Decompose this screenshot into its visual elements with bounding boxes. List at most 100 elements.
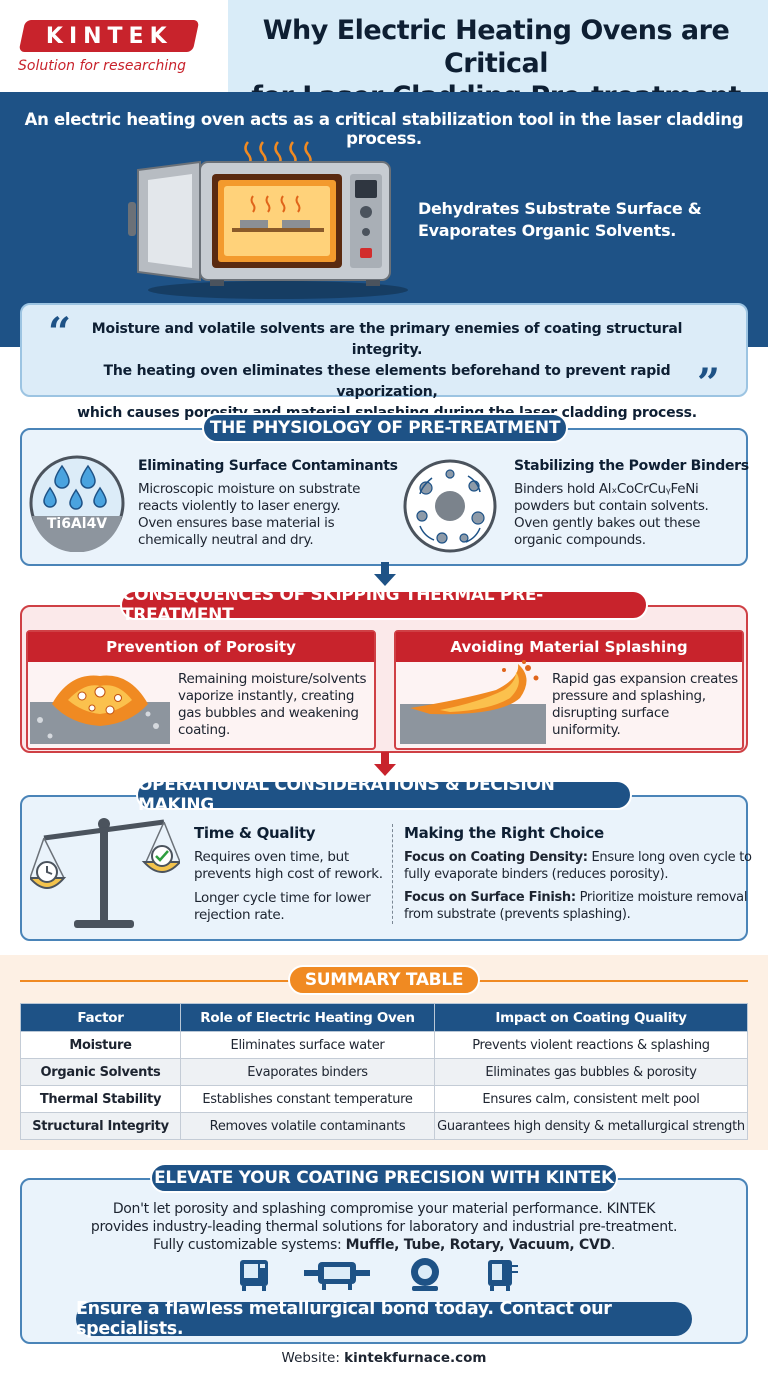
operational-section bbox=[20, 795, 748, 941]
quote-close-icon: ” bbox=[696, 360, 720, 407]
table-row: Structural Integrity Removes volatile co… bbox=[20, 1112, 748, 1140]
table-header-cell: Factor bbox=[20, 1003, 181, 1032]
hero-caption: Dehydrates Substrate Surface & Evaporate… bbox=[418, 198, 702, 242]
splashing-line: pressure and splashing, bbox=[552, 688, 706, 704]
time-quality-line: Requires oven time, but bbox=[194, 849, 349, 865]
time-quality-line: Longer cycle time for lower bbox=[194, 890, 371, 906]
contaminants-line: chemically neutral and dry. bbox=[138, 532, 314, 548]
balance-scale-icon bbox=[27, 812, 183, 934]
quote-text: Moisture and volatile solvents are the p… bbox=[62, 319, 712, 424]
time-quality-line: rejection rate. bbox=[194, 907, 285, 923]
binders-line: Binders hold AlₓCoCrCuᵧFeNi bbox=[514, 481, 699, 497]
quote-line-1: Moisture and volatile solvents are the p… bbox=[91, 321, 683, 358]
cta-line-1: Don't let porosity and splashing comprom… bbox=[112, 1201, 656, 1217]
table-cell: Removes volatile contaminants bbox=[180, 1112, 435, 1140]
time-quality-title: Time & Quality bbox=[194, 824, 316, 842]
operational-heading: OPERATIONAL CONSIDERATIONS & DECISION MA… bbox=[136, 775, 632, 815]
splash-icon bbox=[400, 660, 546, 744]
website-label: Website: bbox=[281, 1350, 345, 1366]
hero-lead: An electric heating oven acts as a criti… bbox=[24, 110, 744, 148]
cta-line-3-prefix: Fully customizable systems: bbox=[152, 1237, 346, 1253]
table-row: Moisture Eliminates surface water Preven… bbox=[20, 1031, 748, 1059]
quote-open-icon: “ bbox=[48, 309, 72, 356]
cta-text: Don't let porosity and splashing comprom… bbox=[40, 1200, 728, 1254]
table-cell: Structural Integrity bbox=[20, 1112, 181, 1140]
title-line-1: Why Electric Heating Ovens are Critical bbox=[262, 15, 730, 79]
porosity-line: Remaining moisture/solvents bbox=[178, 671, 367, 687]
cta-heading: ELEVATE YOUR COATING PRECISION WITH KINT… bbox=[150, 1163, 618, 1193]
porosity-title: Prevention of Porosity bbox=[28, 632, 374, 662]
coating-density-text-2: fully evaporate binders (reduces porosit… bbox=[404, 867, 669, 882]
coating-density-label: Focus on Coating Density: bbox=[404, 850, 588, 865]
table-row: Thermal Stability Establishes constant t… bbox=[20, 1085, 748, 1113]
porosity-line: vaporize instantly, creating bbox=[178, 688, 355, 704]
right-choice-text: Focus on Coating Density: Ensure long ov… bbox=[404, 849, 752, 923]
water-drops-icon bbox=[28, 454, 126, 553]
header: KINTEK Solution for researching Why Elec… bbox=[0, 0, 768, 112]
hero-caption-line-1: Dehydrates Substrate Surface & bbox=[418, 199, 702, 218]
splashing-line: disrupting surface bbox=[552, 705, 669, 721]
surface-finish-label: Focus on Surface Finish: bbox=[404, 890, 576, 905]
powder-particles-icon bbox=[402, 458, 498, 554]
logo-badge: KINTEK bbox=[18, 20, 200, 52]
splashing-line: Rapid gas expansion creates bbox=[552, 671, 738, 687]
substrate-badge: Ti6Al4V bbox=[46, 516, 108, 532]
arrow-down-icon bbox=[374, 562, 396, 588]
table-cell: Eliminates gas bubbles & porosity bbox=[434, 1058, 748, 1086]
time-quality-text: Requires oven time, but prevents high co… bbox=[194, 849, 383, 924]
table-cell: Evaporates binders bbox=[180, 1058, 435, 1086]
logo[interactable]: KINTEK Solution for researching bbox=[0, 0, 228, 92]
binders-title: Stabilizing the Powder Binders bbox=[514, 458, 749, 474]
porosity-line: coating. bbox=[178, 722, 231, 738]
table-cell: Guarantees high density & metallurgical … bbox=[434, 1112, 748, 1140]
binders-text: Binders hold AlₓCoCrCuᵧFeNi powders but … bbox=[514, 481, 709, 549]
contaminants-line: Oven ensures base material is bbox=[138, 515, 335, 531]
table-row: Organic Solvents Evaporates binders Elim… bbox=[20, 1058, 748, 1086]
table-cell: Organic Solvents bbox=[20, 1058, 181, 1086]
porosity-icon bbox=[30, 664, 170, 744]
muffle-furnace-icon bbox=[238, 1258, 270, 1292]
hero-caption-line-2: Evaporates Organic Solvents. bbox=[418, 221, 677, 240]
cta-line-2: provides industry-leading thermal soluti… bbox=[90, 1219, 678, 1235]
summary-heading: SUMMARY TABLE bbox=[288, 965, 480, 995]
logo-tagline: Solution for researching bbox=[18, 58, 187, 74]
table-header-cell: Impact on Coating Quality bbox=[434, 1003, 748, 1032]
logo-text: KINTEK bbox=[45, 23, 173, 49]
vacuum-furnace-icon bbox=[486, 1258, 520, 1292]
time-quality-line: prevents high cost of rework. bbox=[194, 866, 383, 882]
cta-line-3-systems: Muffle, Tube, Rotary, Vacuum, CVD bbox=[345, 1237, 612, 1253]
splashing-title: Avoiding Material Splashing bbox=[396, 632, 742, 662]
quote-line-2: The heating oven eliminates these elemen… bbox=[103, 363, 671, 400]
cta-line-3-suffix: . bbox=[610, 1237, 616, 1253]
table-header-cell: Role of Electric Heating Oven bbox=[180, 1003, 435, 1032]
binders-line: organic compounds. bbox=[514, 532, 646, 548]
binders-line: powders but contain solvents. bbox=[514, 498, 709, 514]
oven-icon bbox=[128, 140, 418, 300]
porosity-text: Remaining moisture/solvents vaporize ins… bbox=[178, 671, 367, 739]
key-quote: “ Moisture and volatile solvents are the… bbox=[20, 303, 748, 421]
arrow-down-icon bbox=[374, 752, 396, 776]
surface-finish-text: Prioritize moisture removal bbox=[575, 890, 748, 905]
summary-table: Factor Role of Electric Heating Oven Imp… bbox=[20, 1003, 748, 1140]
physiology-heading: THE PHYSIOLOGY OF PRE-TREATMENT bbox=[202, 413, 568, 443]
splashing-line: uniformity. bbox=[552, 722, 621, 738]
table-cell: Moisture bbox=[20, 1031, 181, 1059]
surface-finish-text-2: from substrate (prevents splashing). bbox=[404, 907, 631, 922]
contaminants-line: reacts violently to laser energy. bbox=[138, 498, 341, 514]
tube-furnace-icon bbox=[304, 1258, 370, 1292]
contaminants-title: Eliminating Surface Contaminants bbox=[138, 458, 398, 474]
website-footer: Website: kintekfurnace.com bbox=[0, 1350, 768, 1366]
table-cell: Establishes constant temperature bbox=[180, 1085, 435, 1113]
consequences-heading: CONSEQUENCES OF SKIPPING THERMAL PRE-TRE… bbox=[120, 585, 648, 625]
splashing-text: Rapid gas expansion creates pressure and… bbox=[552, 671, 738, 739]
website-link[interactable]: kintekfurnace.com bbox=[344, 1350, 487, 1366]
binders-line: Oven gently bakes out these bbox=[514, 515, 701, 531]
contact-specialists-button[interactable]: Ensure a flawless metallurgical bond tod… bbox=[76, 1299, 692, 1339]
rotary-furnace-icon bbox=[408, 1256, 442, 1292]
table-cell: Prevents violent reactions & splashing bbox=[434, 1031, 748, 1059]
table-header-row: Factor Role of Electric Heating Oven Imp… bbox=[20, 1003, 748, 1032]
table-cell: Thermal Stability bbox=[20, 1085, 181, 1113]
right-choice-title: Making the Right Choice bbox=[404, 824, 604, 842]
coating-density-text: Ensure long oven cycle to bbox=[587, 850, 752, 865]
table-cell: Eliminates surface water bbox=[180, 1031, 435, 1059]
